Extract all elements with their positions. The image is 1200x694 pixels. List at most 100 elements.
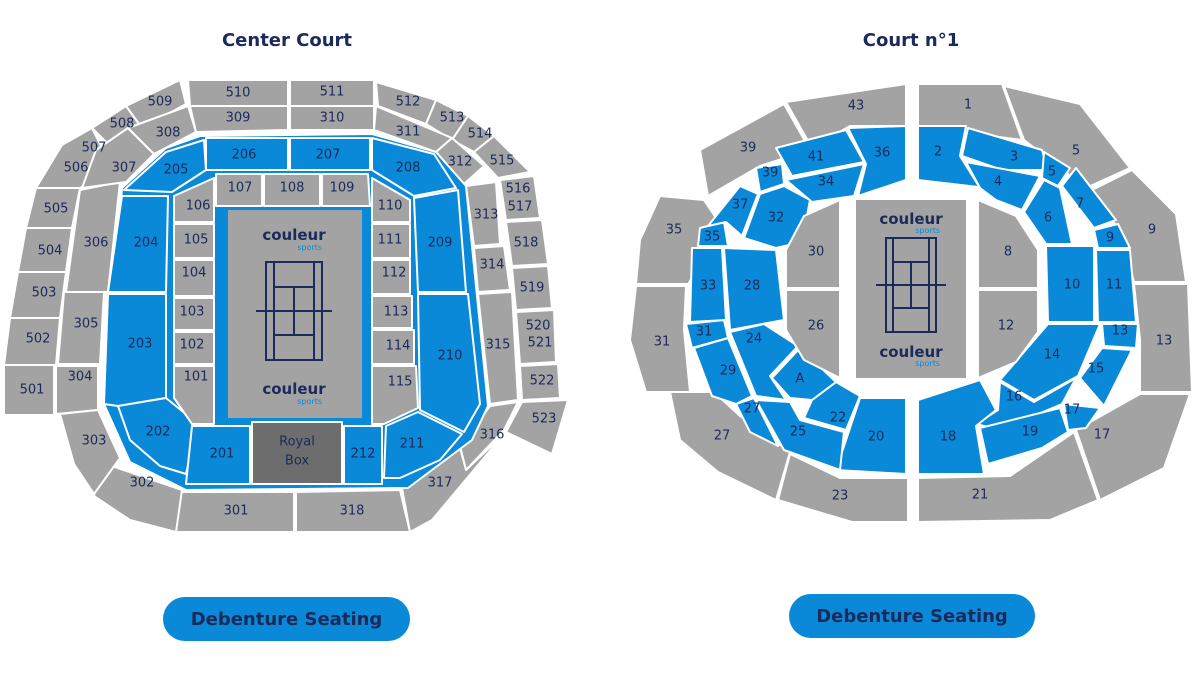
section-114[interactable] xyxy=(371,329,415,365)
section-211[interactable] xyxy=(383,411,463,479)
section-310[interactable] xyxy=(289,105,375,131)
section-318[interactable] xyxy=(295,489,411,533)
court-1-tennis-court-icon xyxy=(876,237,946,333)
section-522[interactable] xyxy=(519,363,561,401)
c1-section-23[interactable] xyxy=(777,453,909,523)
c1-section-33[interactable] xyxy=(689,247,727,323)
section-212[interactable] xyxy=(343,425,383,485)
section-313[interactable] xyxy=(465,181,501,247)
c1-section-14[interactable] xyxy=(999,323,1101,401)
royal-box[interactable] xyxy=(251,421,343,485)
c1-section-11[interactable] xyxy=(1095,249,1137,323)
section-502[interactable] xyxy=(3,317,61,366)
section-303[interactable] xyxy=(59,409,121,495)
c1-section-17b[interactable] xyxy=(1063,403,1101,431)
section-210[interactable] xyxy=(417,293,481,433)
section-516-517[interactable] xyxy=(499,175,541,221)
section-509[interactable] xyxy=(125,79,187,129)
c1-section-15[interactable] xyxy=(1079,347,1133,407)
c1-section-13[interactable] xyxy=(1133,283,1193,393)
c1-section-34[interactable] xyxy=(785,163,865,203)
section-108[interactable] xyxy=(263,173,321,207)
section-519[interactable] xyxy=(511,265,553,311)
c1-section-18[interactable] xyxy=(917,379,997,475)
court-1-title: Court n°1 xyxy=(862,30,960,51)
center-court-logo-bottom: couleur sports xyxy=(262,380,326,406)
court-1-debenture-legend-button[interactable]: Debenture Seating xyxy=(789,594,1035,638)
section-203[interactable] xyxy=(103,293,167,407)
section-101[interactable] xyxy=(173,365,215,425)
c1-section-21[interactable] xyxy=(917,431,1099,523)
section-102[interactable] xyxy=(173,331,215,365)
c1-section-A[interactable] xyxy=(771,347,837,401)
center-court-map: couleur sports couleur sports 501 502 50… xyxy=(3,79,569,533)
c1-section-3[interactable] xyxy=(961,127,1049,171)
c1-section-37[interactable] xyxy=(707,185,759,237)
c1-section-19[interactable] xyxy=(979,407,1069,465)
c1-section-9b[interactable] xyxy=(1093,223,1131,249)
section-504[interactable] xyxy=(17,227,73,273)
section-511[interactable] xyxy=(289,79,375,107)
section-110[interactable] xyxy=(371,177,411,223)
section-208[interactable] xyxy=(371,137,457,197)
svg-text:couleur: couleur xyxy=(262,380,326,398)
section-106[interactable] xyxy=(173,177,215,223)
court-1-logo-top: couleur sports xyxy=(879,210,943,235)
c1-section-31[interactable] xyxy=(629,285,691,393)
c1-section-12[interactable] xyxy=(977,289,1039,379)
section-307[interactable] xyxy=(81,127,155,189)
section-304[interactable] xyxy=(55,365,99,415)
section-204[interactable] xyxy=(107,195,169,293)
section-103[interactable] xyxy=(173,297,215,331)
svg-text:couleur: couleur xyxy=(879,343,943,361)
court-1-logo-bottom: couleur sports xyxy=(879,343,943,368)
section-305[interactable] xyxy=(57,291,105,365)
section-515[interactable] xyxy=(473,135,531,179)
c1-section-26[interactable] xyxy=(785,289,841,379)
c1-section-6[interactable] xyxy=(1023,179,1073,245)
c1-section-39b[interactable] xyxy=(755,163,785,193)
section-520-521[interactable] xyxy=(515,309,557,365)
c1-section-28[interactable] xyxy=(723,247,785,331)
section-505[interactable] xyxy=(25,187,81,229)
svg-text:sports: sports xyxy=(297,397,322,406)
section-510[interactable] xyxy=(187,79,289,107)
section-111[interactable] xyxy=(371,223,411,259)
c1-section-25[interactable] xyxy=(755,399,845,471)
section-523[interactable] xyxy=(505,399,569,455)
section-207[interactable] xyxy=(289,137,371,171)
section-202[interactable] xyxy=(117,397,199,475)
section-315[interactable] xyxy=(477,291,519,405)
section-201[interactable] xyxy=(185,425,251,485)
section-209[interactable] xyxy=(413,189,467,293)
section-501[interactable] xyxy=(3,364,55,416)
c1-section-10[interactable] xyxy=(1045,245,1095,323)
section-113[interactable] xyxy=(371,295,413,329)
center-court-title: Center Court xyxy=(221,30,353,51)
c1-section-5[interactable] xyxy=(1003,85,1131,189)
section-503[interactable] xyxy=(9,271,67,319)
section-109[interactable] xyxy=(321,173,371,207)
center-court-debenture-legend-button[interactable]: Debenture Seating xyxy=(163,597,410,641)
c1-section-13b[interactable] xyxy=(1101,323,1139,349)
c1-section-8[interactable] xyxy=(977,199,1039,289)
section-104[interactable] xyxy=(173,259,215,297)
c1-section-7[interactable] xyxy=(1061,167,1117,229)
section-105[interactable] xyxy=(173,223,215,259)
svg-text:sports: sports xyxy=(297,243,322,252)
svg-text:sports: sports xyxy=(915,226,940,235)
section-107[interactable] xyxy=(215,173,263,207)
c1-section-27b[interactable] xyxy=(735,397,779,447)
c1-section-4[interactable] xyxy=(965,161,1041,211)
c1-section-36[interactable] xyxy=(847,125,907,197)
section-309[interactable] xyxy=(189,105,289,133)
section-115[interactable] xyxy=(371,365,419,425)
section-518[interactable] xyxy=(505,219,549,267)
section-314[interactable] xyxy=(473,245,511,293)
c1-section-30[interactable] xyxy=(785,199,841,289)
section-206[interactable] xyxy=(205,137,289,171)
section-301[interactable] xyxy=(175,491,295,533)
section-112[interactable] xyxy=(371,259,411,295)
c1-section-20[interactable] xyxy=(835,397,907,475)
